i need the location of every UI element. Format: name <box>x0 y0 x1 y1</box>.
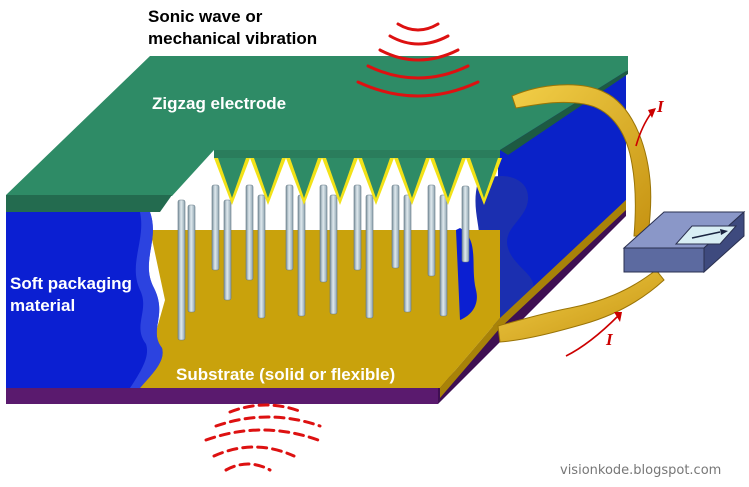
soft-packaging-label-line1: Soft packaging <box>10 274 132 293</box>
nanowire <box>177 199 186 341</box>
electrode-tooth <box>434 158 462 198</box>
ammeter <box>622 210 746 274</box>
nanowire <box>187 204 196 313</box>
nanowire <box>257 194 266 319</box>
electrode-teeth <box>214 158 502 205</box>
nanowire <box>223 199 232 301</box>
current-arrow-icon <box>565 108 656 357</box>
current-label-top: I <box>657 97 664 116</box>
watermark: visionkode.blogspot.com <box>560 463 722 478</box>
nanowire <box>319 184 328 283</box>
electrode-tooth <box>218 158 246 198</box>
zigzag-electrode-label: Zigzag electrode <box>152 94 287 113</box>
zigzag-electrode <box>6 56 628 212</box>
packaging-left-block <box>6 212 477 388</box>
sound-wave-arcs-icon <box>356 22 480 98</box>
electrode-tooth <box>254 158 282 198</box>
nanowire <box>461 185 470 263</box>
sonic-wave-label-line1: Sonic wave or <box>148 7 263 26</box>
sonic-wave-label-line2: mechanical vibration <box>148 29 318 48</box>
nanowire <box>427 184 436 277</box>
electrode-tooth <box>398 158 426 198</box>
electrode-tooth <box>470 158 498 198</box>
nanowire <box>329 194 338 315</box>
electrode-tooth <box>362 158 390 198</box>
sonic-wave-label: Sonic wave or mechanical vibration <box>148 6 317 50</box>
current-label-bottom: I <box>606 330 613 349</box>
nanowire-array <box>177 184 470 341</box>
nanowire <box>353 184 362 271</box>
nanowire <box>365 194 374 319</box>
nanowire <box>245 184 254 281</box>
electrode-tooth <box>290 158 318 198</box>
nanowire <box>285 184 294 271</box>
nanowire <box>391 184 400 269</box>
meter-needle-icon <box>691 229 728 239</box>
sound-wave-arcs-bottom-icon <box>204 403 322 472</box>
electrode-tooth <box>326 158 354 198</box>
nanowire <box>211 184 220 271</box>
substrate-label: Substrate (solid or flexible) <box>176 365 396 384</box>
nanowire <box>439 194 448 317</box>
nanowire <box>403 194 412 313</box>
soft-packaging-label-line2: material <box>10 296 76 315</box>
soft-packaging-label: Soft packaging material <box>10 273 132 317</box>
nanowire <box>297 194 306 317</box>
